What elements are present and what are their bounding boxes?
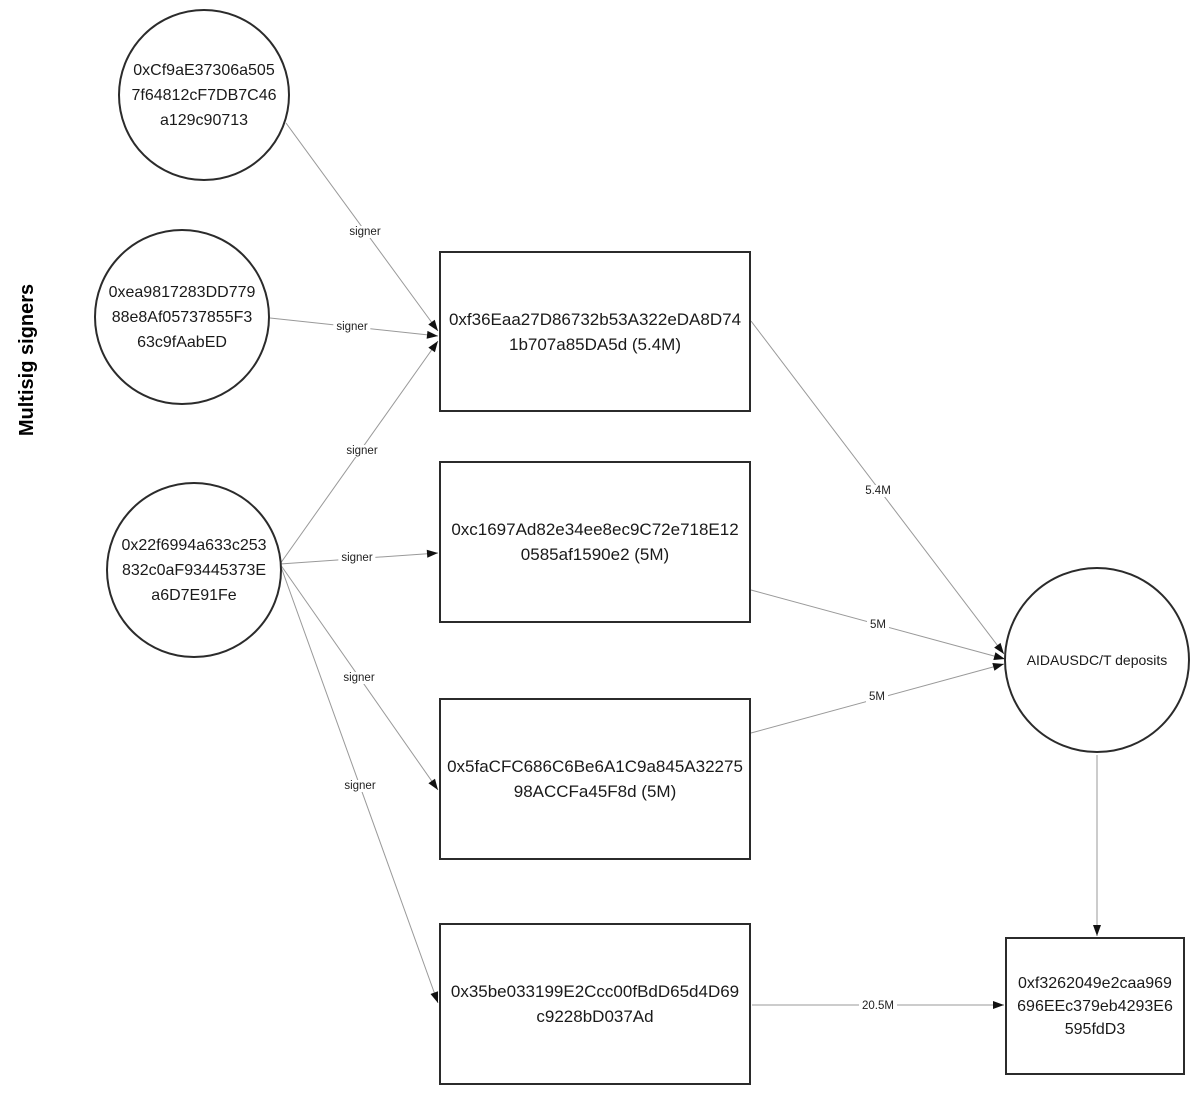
arrowhead-icon — [428, 319, 438, 331]
node-signer-c: 0x22f6994a633c253 832c0aF93445373E a6D7E… — [106, 482, 282, 658]
arrowhead-icon — [428, 341, 438, 353]
node-wallet-3: 0x5faCFC686C6Be6A1C9a845A32275 98ACCFa45… — [439, 698, 751, 860]
arrowhead-icon — [426, 330, 438, 339]
arrowhead-icon — [994, 642, 1004, 654]
node-text-line: 0xea9817283DD779 — [108, 283, 256, 301]
edge-label-signer: signer — [341, 780, 379, 792]
arrowhead-icon — [993, 1001, 1004, 1009]
node-text-line: 0x5faCFC686C6Be6A1C9a845A32275 — [447, 757, 743, 776]
edge-label-signer: signer — [333, 321, 371, 333]
node-text-line: 0x22f6994a633c253 — [121, 536, 267, 554]
node-text-line: 7f64812cF7DB7C46 — [131, 86, 277, 104]
node-text-line: 63c9fAabED — [137, 333, 227, 351]
edge-label-signer: signer — [338, 552, 376, 564]
edge-label-amount: 5M — [867, 619, 889, 631]
node-text-line: 1b707a85DA5d (5.4M) — [508, 334, 681, 354]
node-wallet-1: 0xf36Eaa27D86732b53A322eDA8D74 1b707a85D… — [439, 251, 751, 412]
edge-label-amount: 5M — [866, 691, 888, 703]
edge-label-signer: signer — [346, 226, 384, 238]
node-deposits: AIDAUSDC/T deposits — [1004, 567, 1190, 753]
arrowhead-icon — [993, 652, 1005, 660]
arrowhead-icon — [428, 778, 438, 790]
node-text-line: 832c0aF93445373E — [121, 561, 267, 579]
node-text-line: AIDAUSDC/T deposits — [1026, 652, 1168, 668]
arrowhead-icon — [992, 663, 1004, 671]
arrowhead-icon — [430, 991, 439, 1003]
node-text-line: 0xc1697Ad82e34ee8ec9C72e718E12 — [451, 520, 739, 539]
edge-label-signer: signer — [343, 445, 381, 457]
multisig-signers-side-label: Multisig signers — [16, 283, 38, 437]
edge-label-signer: signer — [340, 672, 378, 684]
node-wallet-4: 0x35be033199E2Ccc00fBdD65d4D69 c9228bD03… — [439, 923, 751, 1085]
node-text-line: 98ACCFa45F8d (5M) — [513, 782, 677, 801]
node-text-line: 595fdD3 — [1064, 1020, 1126, 1038]
node-destination: 0xf3262049e2caa969 696EEc379eb4293E6 595… — [1005, 937, 1185, 1075]
node-text-line: 0xf36Eaa27D86732b53A322eDA8D74 — [448, 309, 742, 329]
node-text-line: 88e8Af05737855F3 — [111, 308, 253, 326]
node-signer-a: 0xCf9aE37306a505 7f64812cF7DB7C46 a129c9… — [118, 9, 290, 181]
node-text-line: 0xCf9aE37306a505 — [133, 61, 275, 79]
arrowhead-icon — [1093, 925, 1101, 936]
arrowhead-icon — [426, 549, 438, 558]
edge-label-amount: 20.5M — [859, 1000, 897, 1012]
node-text-line: 0x35be033199E2Ccc00fBdD65d4D69 — [450, 982, 740, 1001]
edge-label-amount: 5.4M — [862, 485, 894, 497]
node-text-line: 0585af1590e2 (5M) — [520, 545, 670, 564]
node-text-line: c9228bD037Ad — [536, 1007, 654, 1026]
node-wallet-2: 0xc1697Ad82e34ee8ec9C72e718E12 0585af159… — [439, 461, 751, 623]
node-signer-b: 0xea9817283DD779 88e8Af05737855F3 63c9fA… — [94, 229, 270, 405]
node-text-line: 696EEc379eb4293E6 — [1017, 997, 1173, 1015]
node-text-line: a6D7E91Fe — [151, 586, 237, 604]
node-text-line: 0xf3262049e2caa969 — [1018, 974, 1172, 992]
node-text-line: a129c90713 — [159, 111, 249, 129]
